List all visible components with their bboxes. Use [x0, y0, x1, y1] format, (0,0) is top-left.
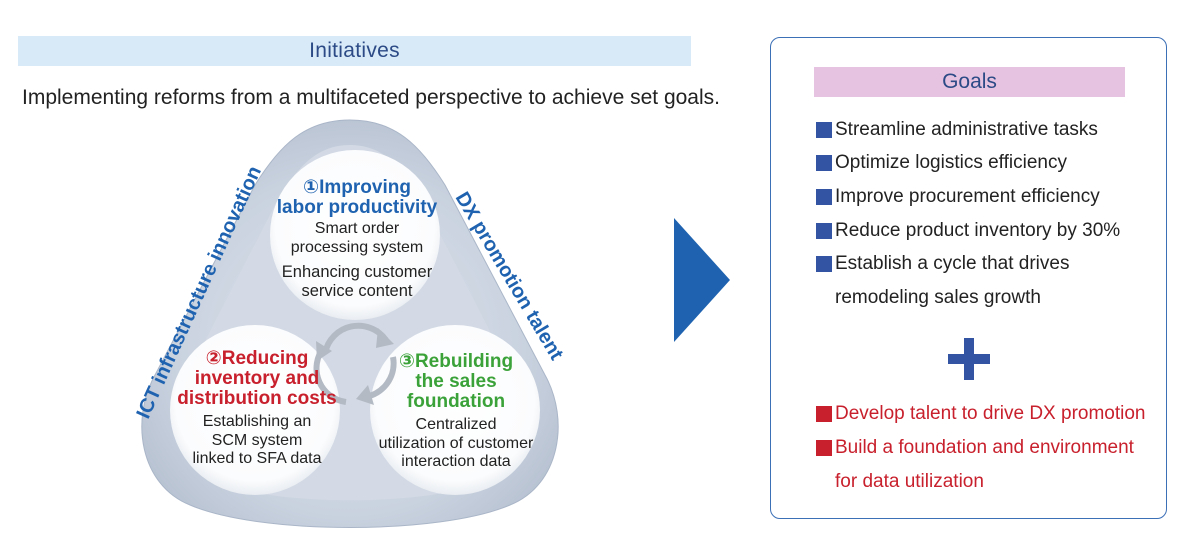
circle3-body-2: utilization of customer [378, 434, 534, 452]
goal-item-text: Develop talent to drive DX promotion [835, 403, 1146, 424]
circle1-heading-1: ①Improving [303, 177, 411, 198]
circle-labor-productivity [270, 150, 440, 320]
right-arrow-icon [674, 218, 730, 342]
goal-item-red: Build a foundation and environment [816, 437, 1134, 459]
blue-square-bullet-icon [816, 256, 832, 272]
goal-item-text: Improve procurement efficiency [835, 186, 1100, 207]
plus-icon [948, 338, 990, 380]
blue-square-bullet-icon [816, 155, 832, 171]
goal-item-text: Streamline administrative tasks [835, 119, 1098, 140]
cycle-arrowheads-icon [316, 328, 394, 405]
goal-item-text: Establish a cycle that drives [835, 253, 1070, 274]
blue-square-bullet-icon [816, 189, 832, 205]
circle-inventory-costs [170, 325, 340, 495]
red-square-bullet-icon [816, 406, 832, 422]
initiatives-diagram: ICT infrastructure innovation DX promoti… [133, 119, 568, 528]
goals-header: Goals [814, 67, 1125, 97]
goal-item-continuation: remodeling sales growth [835, 287, 1041, 308]
circle3-heading-1: ③Rebuilding [398, 351, 514, 372]
goal-item-red: Develop talent to drive DX promotion [816, 403, 1146, 425]
circle2-heading-3: distribution costs [177, 388, 337, 410]
blue-square-bullet-icon [816, 122, 832, 138]
goal-item: Reduce product inventory by 30% [816, 220, 1120, 242]
circle2-heading-1: ②Reducing [205, 348, 309, 369]
circle3-body-1: Centralized [415, 416, 497, 434]
goal-item: Streamline administrative tasks [816, 119, 1098, 141]
circle1-text: ①Improving labor productivity Smart orde… [272, 177, 442, 301]
circle2-heading-2: inventory and [194, 368, 320, 390]
circle1-heading-2: labor productivity [276, 197, 438, 219]
red-square-bullet-icon [816, 440, 832, 456]
goal-item: Optimize logistics efficiency [816, 152, 1067, 174]
goals-panel [770, 37, 1167, 519]
circle3-heading-3: foundation [406, 391, 506, 413]
goal-item-continuation: for data utilization [835, 471, 984, 492]
goal-item-text: Build a foundation and environment [835, 437, 1134, 458]
circle3-heading-2: the sales [415, 371, 497, 393]
circle3-text: ③Rebuilding the sales foundation Central… [366, 351, 546, 472]
circle2-body-2: SCM system [211, 431, 303, 449]
goal-item-text: Reduce product inventory by 30% [835, 220, 1121, 241]
circle2-text: ②Reducing inventory and distribution cos… [172, 348, 342, 469]
goal-item: Improve procurement efficiency [816, 186, 1100, 208]
goal-item-text: Optimize logistics efficiency [835, 152, 1067, 173]
goal-item: Establish a cycle that drives [816, 253, 1069, 275]
circle1-body-2: processing system [290, 238, 424, 256]
initiatives-subtitle: Implementing reforms from a multifaceted… [22, 86, 720, 109]
circle1-body-3: Enhancing customer [281, 263, 433, 282]
circle1-body-4: service content [301, 282, 413, 300]
initiatives-title: Initiatives [309, 39, 400, 62]
goals-title: Goals [942, 70, 997, 93]
circle2-body-1: Establishing an [202, 413, 312, 431]
circle3-body-3: interaction data [401, 453, 511, 471]
circle2-body-3: linked to SFA data [192, 450, 322, 468]
circle-sales-foundation [370, 325, 540, 495]
circle1-body-1: Smart order [314, 220, 400, 238]
blue-square-bullet-icon [816, 223, 832, 239]
initiatives-header: Initiatives [18, 36, 691, 66]
